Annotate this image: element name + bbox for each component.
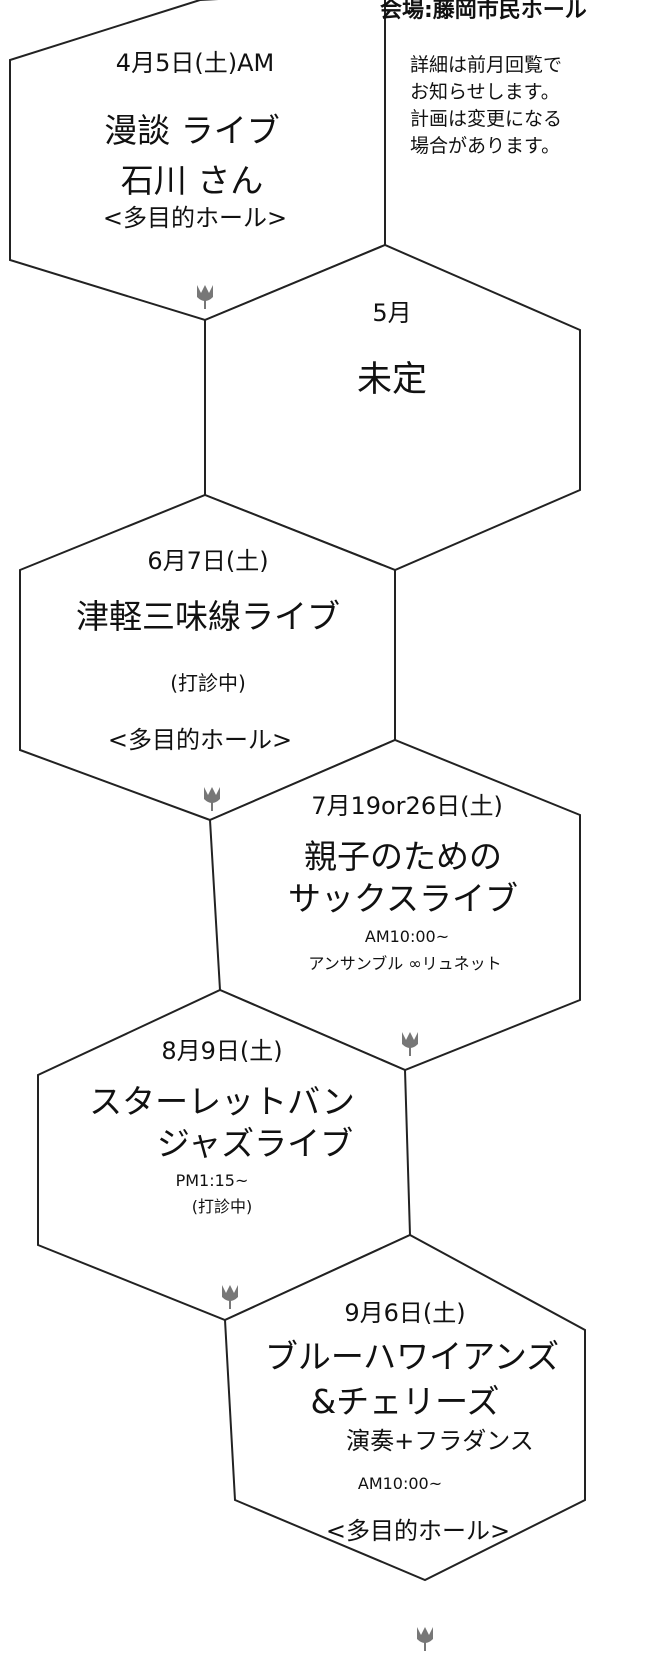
event-title: ブルーハワイアンズ — [264, 1337, 560, 1376]
tulip-icon — [197, 285, 213, 309]
tulip-icon — [222, 1285, 238, 1309]
event-date: 7月19or26日(土) — [311, 792, 503, 820]
event-status: (打診中) — [170, 671, 246, 695]
event-title: ジャズライブ — [156, 1124, 354, 1163]
event-performer: アンサンブル ∞リュネット — [308, 954, 502, 973]
tulip-icon — [417, 1627, 433, 1651]
venue-header: 会場:藤岡市民ホール — [380, 0, 587, 23]
event-program: 演奏+フラダンス — [346, 1427, 534, 1455]
notice-line: 計画は変更になる — [410, 108, 563, 130]
notice-line: お知らせします。 — [410, 81, 560, 103]
event-time: PM1:15~ — [175, 1171, 249, 1190]
tulip-icon — [204, 787, 220, 811]
event-date: 6月7日(土) — [147, 547, 269, 575]
event-date: 4月5日(土)AM — [115, 49, 275, 77]
event-performer: 石川 さん — [120, 161, 264, 200]
event-title: 漫談 ライブ — [104, 111, 280, 150]
notice-line: 場合があります。 — [410, 135, 561, 157]
event-date: 9月6日(土) — [344, 1299, 466, 1327]
notice-text: 詳細は前月回覧で お知らせします。 計画は変更になる 場合があります。 — [410, 52, 562, 160]
event-title: スターレットバン — [89, 1082, 355, 1121]
event-time: AM10:00~ — [357, 1474, 443, 1493]
event-title: 親子のための — [304, 837, 502, 876]
tulip-icon — [402, 1032, 418, 1056]
event-venue: <多目的ホール> — [325, 1517, 511, 1545]
event-venue: <多目的ホール> — [102, 204, 288, 232]
event-venue: <多目的ホール> — [107, 726, 293, 754]
event-date: 8月9日(土) — [161, 1037, 283, 1065]
event-date: 5月 — [372, 299, 412, 327]
event-title: サックスライブ — [287, 879, 519, 918]
event-time: AM10:00~ — [364, 927, 450, 946]
event-status: (打診中) — [191, 1197, 253, 1216]
event-title: 未定 — [356, 360, 428, 400]
notice-line: 詳細は前月回覧で — [410, 54, 563, 76]
hex-september — [223, 1233, 586, 1582]
event-title: &チェリーズ — [310, 1382, 500, 1421]
event-title: 津軽三味線ライブ — [76, 597, 340, 636]
